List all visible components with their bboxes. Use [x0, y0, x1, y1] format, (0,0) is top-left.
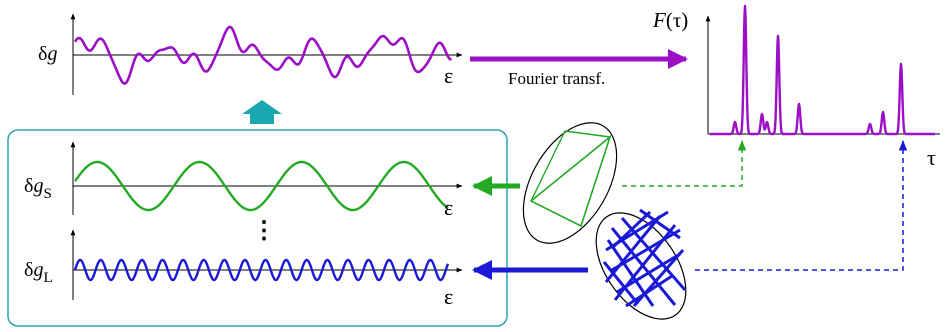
- components-box: [7, 129, 508, 327]
- sum-up-arrow: [242, 100, 282, 124]
- top-signal-curve: [73, 25, 452, 85]
- long-orbit-signal-plot: δgL ε: [24, 229, 463, 309]
- short-orbit-dashed-link: [622, 139, 747, 187]
- spectrum-plot: F(τ) τ: [652, 4, 940, 170]
- long-orbit-dashed-link: [695, 139, 908, 271]
- short-orbit-signal-curve: [74, 160, 449, 212]
- middle-x-label: ε: [444, 195, 453, 220]
- top-signal-plot: δg ε: [38, 13, 463, 95]
- fourier-label: Fourier transf.: [508, 69, 605, 88]
- triangle-orbit-in-ellipse-icon: [522, 122, 618, 244]
- spectrum-x-label: τ: [927, 145, 936, 170]
- middle-y-label: δgS: [24, 175, 52, 202]
- top-x-label: ε: [444, 63, 453, 88]
- bottom-x-label: ε: [444, 284, 453, 309]
- spectrum-y-label: F(τ): [652, 8, 688, 32]
- bottom-y-label: δgL: [24, 259, 53, 286]
- long-orbit-signal-curve: [73, 258, 450, 282]
- long-orbit-in-ellipse-icon: [595, 208, 687, 320]
- spectrum-curve: [709, 4, 936, 136]
- vertical-ellipsis: ⋮: [252, 218, 276, 244]
- short-orbit-signal-plot: δgS ε: [24, 141, 463, 220]
- top-y-label: δg: [38, 43, 57, 65]
